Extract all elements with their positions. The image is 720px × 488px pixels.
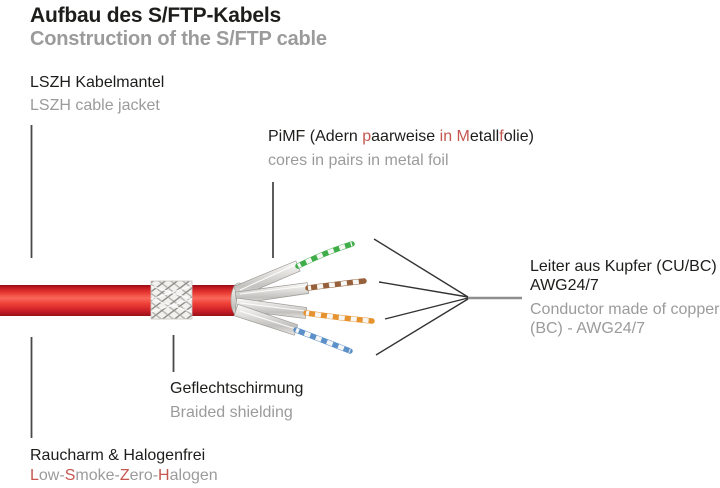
wire-color-strand [305, 278, 367, 291]
label-conductor-english-line2: (BC) - AWG24/7 [530, 320, 645, 337]
foil-highlight [239, 263, 298, 291]
foil-highlight [239, 302, 306, 312]
text-part: alogen [169, 467, 218, 484]
page-title-english: Construction of the S/FTP cable [30, 28, 327, 50]
label-pimf-german: PiMF (Adern paarweise in Metallfolie) [268, 127, 534, 146]
conductor-pointer-lines [373, 238, 522, 356]
label-braid-english: Braided shielding [170, 404, 293, 421]
text-part: PiMF (Adern [268, 128, 363, 145]
foil-highlight [239, 310, 297, 330]
twisted-pair-brown [234, 278, 367, 305]
text-part: moke- [75, 467, 120, 484]
text-part: in [439, 128, 453, 145]
twisted-pair-orange [234, 297, 375, 324]
label-conductor: Leiter aus Kupfer (CU/BC) AWG24/7 Conduc… [530, 257, 719, 338]
pair-foil [234, 297, 308, 319]
label-braid-german: Geflechtschirmung [170, 380, 304, 397]
label-conductor-german-line1: Leiter aus Kupfer (CU/BC) [530, 258, 717, 275]
text-part: H [158, 467, 170, 484]
label-halogen-german: Raucharm & Halogenfrei [30, 447, 206, 464]
wire-color-strand [293, 327, 353, 354]
label-conductor-german-line2: AWG24/7 [530, 277, 599, 294]
label-conductor-english: Conductor made of copper (BC) - AWG24/7 [530, 300, 719, 338]
text-part: aarweise [371, 128, 440, 145]
wire-white-strand [305, 310, 373, 324]
label-pimf-english: cores in pairs in metal foil [268, 152, 449, 169]
text-part: L [30, 467, 39, 484]
label-jacket-english: LSZH cable jacket [30, 97, 160, 114]
label-conductor-german: Leiter aus Kupfer (CU/BC) AWG24/7 [530, 257, 719, 295]
text-part: etall [469, 128, 500, 145]
text-part: Z [119, 467, 130, 484]
page-title-german: Aufbau des S/FTP-Kabels [30, 4, 281, 27]
label-jacket-german: LSZH Kabelmantel [30, 74, 165, 91]
text-part: f [499, 128, 504, 145]
wire-color-strand [295, 241, 355, 269]
text-part: ow- [38, 467, 65, 484]
text-part: S [64, 467, 76, 484]
text-part: M [456, 128, 470, 145]
label-halogen-english: Low-Smoke-Zero-Halogen [30, 466, 218, 485]
cable-jacket [0, 285, 237, 316]
braid-section [150, 280, 193, 320]
text-part: p [362, 128, 372, 145]
text-part: olie) [503, 128, 534, 145]
text-part: ero- [129, 467, 159, 484]
foil-highlight [239, 285, 307, 295]
label-conductor-english-line1: Conductor made of copper [530, 301, 720, 318]
twisted-pair-blue [233, 303, 353, 354]
